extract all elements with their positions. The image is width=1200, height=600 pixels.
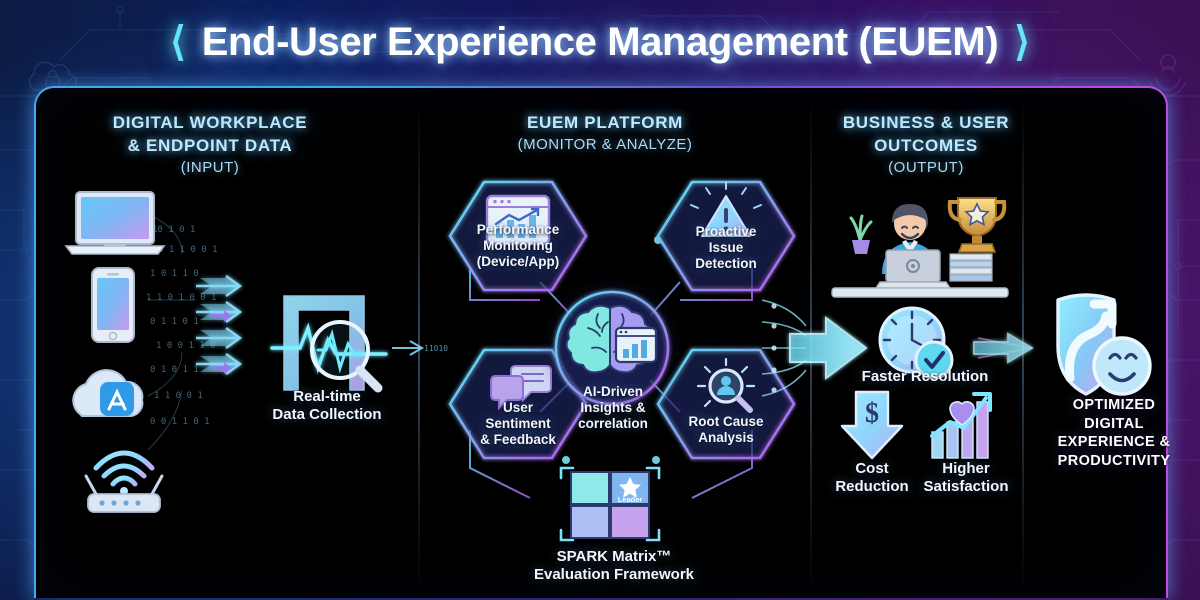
section-header-input: DIGITAL WORKPLACE & ENDPOINT DATA (INPUT…	[60, 112, 360, 178]
label-spark-matrix: SPARK Matrix™ Evaluation Framework	[533, 548, 695, 583]
label-optimized-digital-experience: OPTIMIZED DIGITAL EXPERIENCE & PRODUCTIV…	[1057, 397, 1171, 469]
left-chevron-icon[interactable]: ⟨	[170, 20, 186, 64]
section-input-line3: (INPUT)	[180, 158, 240, 176]
section-platform-line2: (MONITOR & ANALYZE)	[517, 135, 693, 153]
section-output-line1: BUSINESS & USER	[842, 113, 1010, 132]
label-real-time-data-collection: Real-time Data Collection	[272, 388, 382, 423]
label-performance-monitoring: Performance Monitoring (Device/App)	[476, 222, 560, 270]
page-title-bar: ⟨ End-User Experience Management (EUEM) …	[0, 0, 1200, 84]
section-input-line2: & ENDPOINT DATA	[127, 135, 293, 155]
section-platform-line1: EUEM PLATFORM	[526, 113, 684, 132]
label-higher-satisfaction: Higher Satisfaction	[923, 460, 1009, 495]
label-cost-reduction: Cost Reduction	[835, 460, 909, 495]
label-proactive-issue-detection: Proactive Issue Detection	[695, 224, 757, 272]
section-output-line3: (OUTPUT)	[888, 158, 964, 176]
section-header-platform: EUEM PLATFORM (MONITOR & ANALYZE)	[450, 112, 760, 155]
page-title: End-User Experience Management (EUEM)	[201, 19, 999, 64]
divider-input-platform	[418, 96, 420, 592]
section-output-line2: OUTCOMES	[874, 135, 978, 155]
label-faster-resolution: Faster Resolution	[861, 368, 989, 385]
right-chevron-icon[interactable]: ⟩	[1014, 20, 1030, 64]
label-ai-driven-insights: AI-Driven Insights & correlation	[578, 384, 648, 432]
section-header-output: BUSINESS & USER OUTCOMES (OUTPUT)	[790, 112, 1062, 178]
section-input-line1: DIGITAL WORKPLACE	[112, 113, 308, 132]
